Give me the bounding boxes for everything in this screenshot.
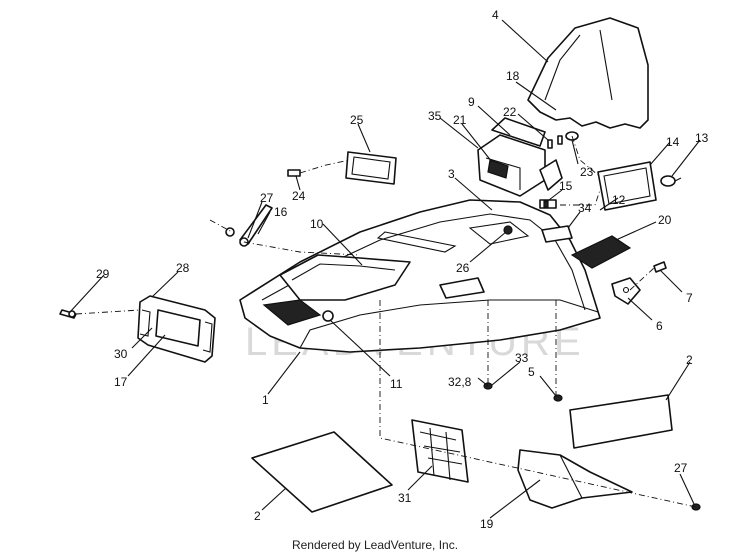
callout-label: 34 — [578, 201, 592, 215]
callout-label: 6 — [656, 319, 663, 333]
fasteners — [59, 131, 701, 511]
callout-labels: 4 18 9 22 35 21 25 14 13 23 3 15 24 27 1… — [96, 8, 709, 531]
callout-label: 12 — [612, 193, 626, 207]
callout-label: 4 — [492, 8, 499, 22]
reference-lines — [75, 135, 697, 508]
callout-label: 15 — [559, 179, 573, 193]
callout-label: 17 — [114, 375, 128, 389]
callout-label: 27 — [260, 191, 274, 205]
bulb — [660, 175, 682, 187]
side-grille — [570, 235, 632, 269]
callout-label: 13 — [695, 131, 709, 145]
callout-label: 16 — [274, 205, 288, 219]
callout-label: 23 — [580, 165, 594, 179]
callout-label: 26 — [456, 261, 470, 275]
callout-label: 7 — [686, 291, 693, 305]
callout-label: 29 — [96, 267, 110, 281]
callout-label: 2 — [686, 353, 693, 367]
callout-label: 11 — [390, 377, 403, 391]
front-light-frame — [137, 295, 216, 363]
leader-lines — [69, 19, 701, 519]
hinge-link — [225, 204, 273, 247]
callout-label: 22 — [503, 105, 517, 119]
callout-label: 31 — [398, 491, 412, 505]
credit-text: Rendered by LeadVenture, Inc. — [291, 538, 459, 552]
callout-label: 10 — [310, 217, 324, 231]
belly-shield — [517, 449, 633, 509]
callout-label: 9 — [468, 95, 475, 109]
bracket — [611, 277, 641, 305]
callout-label: 27 — [674, 461, 688, 475]
callout-label: 20 — [658, 213, 672, 227]
callout-label: 1 — [262, 393, 269, 407]
hood-body — [239, 199, 601, 353]
callout-label: 24 — [292, 189, 306, 203]
callout-label: 5 — [528, 365, 535, 379]
foam-pad-right — [569, 394, 673, 449]
headlight-lens — [345, 151, 397, 185]
callout-label: 32,8 — [448, 375, 472, 389]
callout-label: 3 — [448, 167, 455, 181]
callout-label: 14 — [666, 135, 680, 149]
rear-plate — [597, 161, 657, 211]
callout-label: 28 — [176, 261, 190, 275]
instrument-pod — [477, 117, 563, 197]
callout-label: 25 — [350, 113, 364, 127]
foam-pad-left — [251, 431, 393, 513]
windshield — [527, 17, 649, 129]
callout-label: 2 — [254, 509, 261, 523]
callout-label: 21 — [453, 113, 467, 127]
callout-label: 30 — [114, 347, 128, 361]
callout-label: 18 — [506, 69, 520, 83]
callout-label: 19 — [480, 517, 494, 531]
callout-label: 33 — [515, 351, 529, 365]
callout-label: 35 — [428, 109, 442, 123]
